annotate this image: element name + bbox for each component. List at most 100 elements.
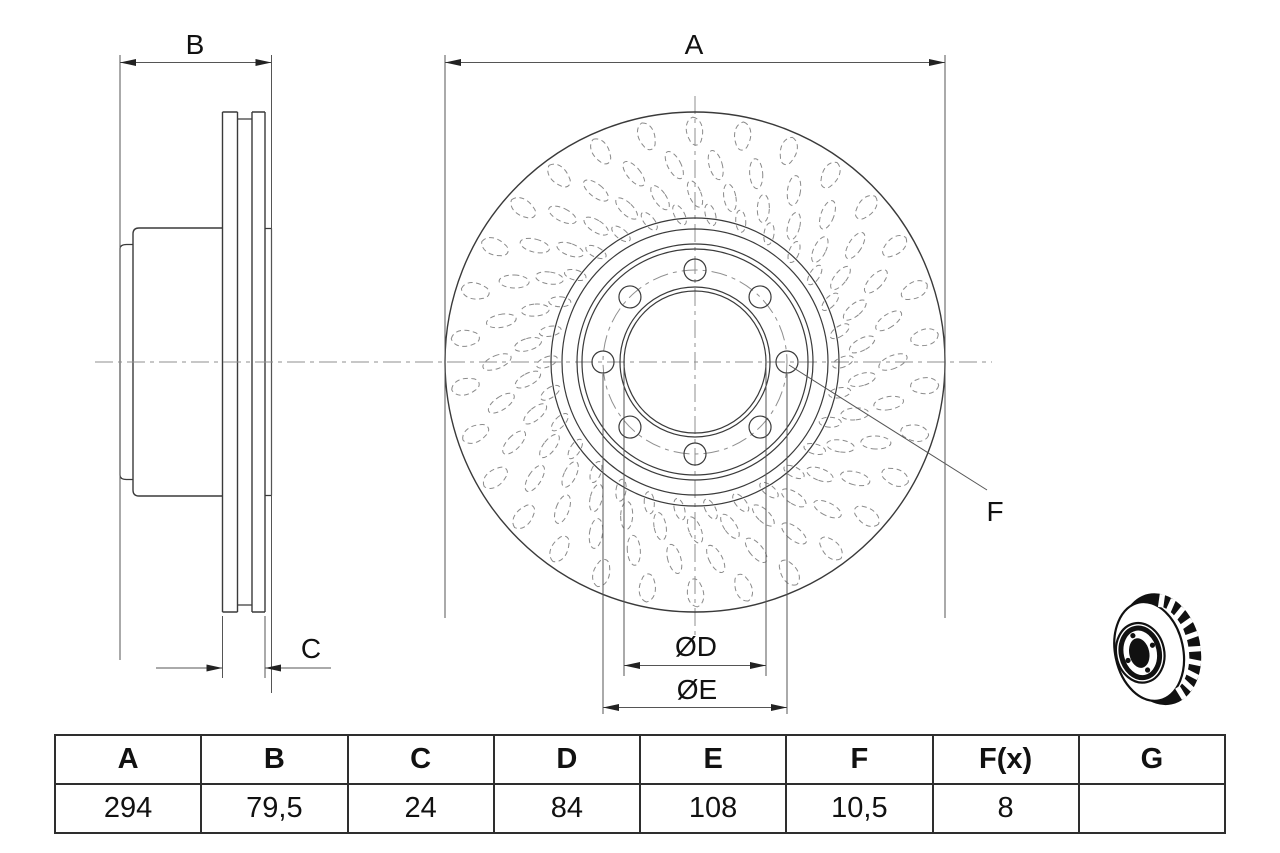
wheel-bolt-hole [683,258,707,282]
hub-face-circle [550,217,840,507]
vent-hole [900,280,928,301]
vent-hole [640,211,658,231]
vent-hole [686,180,704,208]
dimension-f-label: F [986,496,1003,527]
vent-hole [848,372,877,388]
vent-hole [803,442,826,456]
icon-center-bore [1129,638,1150,668]
vent-hole [583,216,610,236]
table-value-e: 108 [638,783,788,834]
vent-hole [829,323,850,340]
arrowhead-right-icon [929,59,945,66]
vent-hole [536,355,558,369]
wheel-bolt-hole [748,415,772,439]
vent-hole [460,282,490,300]
vent-hole [840,407,870,421]
dimension-b: B [119,29,272,693]
vent-hole [462,423,490,444]
vent-hole [482,466,508,489]
vent-hole [482,353,512,371]
arrowhead-right-icon [750,662,766,669]
wheel-bolt-hole [618,415,642,439]
vent-hole [783,464,805,480]
vent-hole [832,355,854,369]
dimension-c-label: C [301,633,321,664]
dimension-b-label: B [186,29,205,60]
icon-vent-slot [1179,617,1194,630]
vent-hole [514,370,542,389]
vent-hole [653,512,667,541]
vent-hole [523,403,548,425]
dimension-c-extension-lines [222,616,266,678]
dimension-a-extension-lines [444,55,946,618]
vent-hole [672,204,687,226]
vent-hole [588,518,604,549]
icon-bolt-dots [1125,633,1156,673]
vent-hole [819,536,843,561]
vent-hole [848,335,876,354]
vent-hole [881,467,909,487]
vent-hole [585,244,607,260]
vent-hole [878,353,908,371]
vent-field [450,116,940,608]
vent-hole [510,197,537,219]
vent-hole [556,241,584,258]
hub-bell-outline [132,227,223,497]
vent-hole [910,328,939,347]
icon-vent-slot [1184,630,1199,641]
vent-hole [524,464,545,493]
vent-hole [554,494,571,524]
vent-hole [860,435,892,450]
arrowhead-left-icon [603,704,619,711]
vent-hole [451,377,480,396]
vent-hole [548,296,572,308]
icon-bolt-dot [1125,657,1131,664]
arrowhead-left-icon [624,662,640,669]
vent-hole [673,498,686,521]
vent-hole [734,573,754,602]
vent-hole [487,392,515,414]
vent-hole [813,499,842,519]
vent-hole [664,150,684,180]
bolt-pitch-circle [602,269,788,455]
vent-hole [686,578,705,608]
vent-hole [450,329,480,347]
vent-hole [734,121,752,151]
vent-hole [548,205,577,225]
vent-channel-caps [237,118,252,606]
dimension-e-extension-lines [602,374,788,714]
hub-bell-circle [561,228,829,496]
vent-hole [786,175,802,206]
vent-hole [620,500,634,530]
icon-vent-slot [1185,669,1200,680]
dimension-f-leader-line [788,364,988,491]
vent-hole [592,558,611,588]
vent-hole [863,269,888,294]
vent-hole [589,461,603,483]
vent-hole [564,268,587,282]
vent-hole [535,271,564,285]
dimension-d-label: ØD [675,631,717,662]
table-value-a: 294 [53,783,203,834]
dimension-d: ØD [623,366,767,676]
vent-hole [821,292,840,311]
vent-hole [550,413,569,432]
vent-hole [549,535,570,563]
wheel-bolt-hole [683,442,707,466]
vent-hole [756,194,770,224]
vent-hole [845,231,866,260]
arrowhead-left-icon [445,59,461,66]
vent-hole [723,183,737,212]
vent-hole [547,163,571,188]
vent-hole [826,439,855,453]
vent-hole [763,222,775,246]
table-header-g: G [1077,734,1227,785]
hub-step-inner-circle [581,248,809,476]
vent-hole [626,534,641,566]
table-value-b: 79,5 [200,783,349,834]
vent-hole [611,225,631,243]
vent-hole [636,122,656,151]
vent-hole [707,150,724,181]
vent-hole [842,299,867,321]
